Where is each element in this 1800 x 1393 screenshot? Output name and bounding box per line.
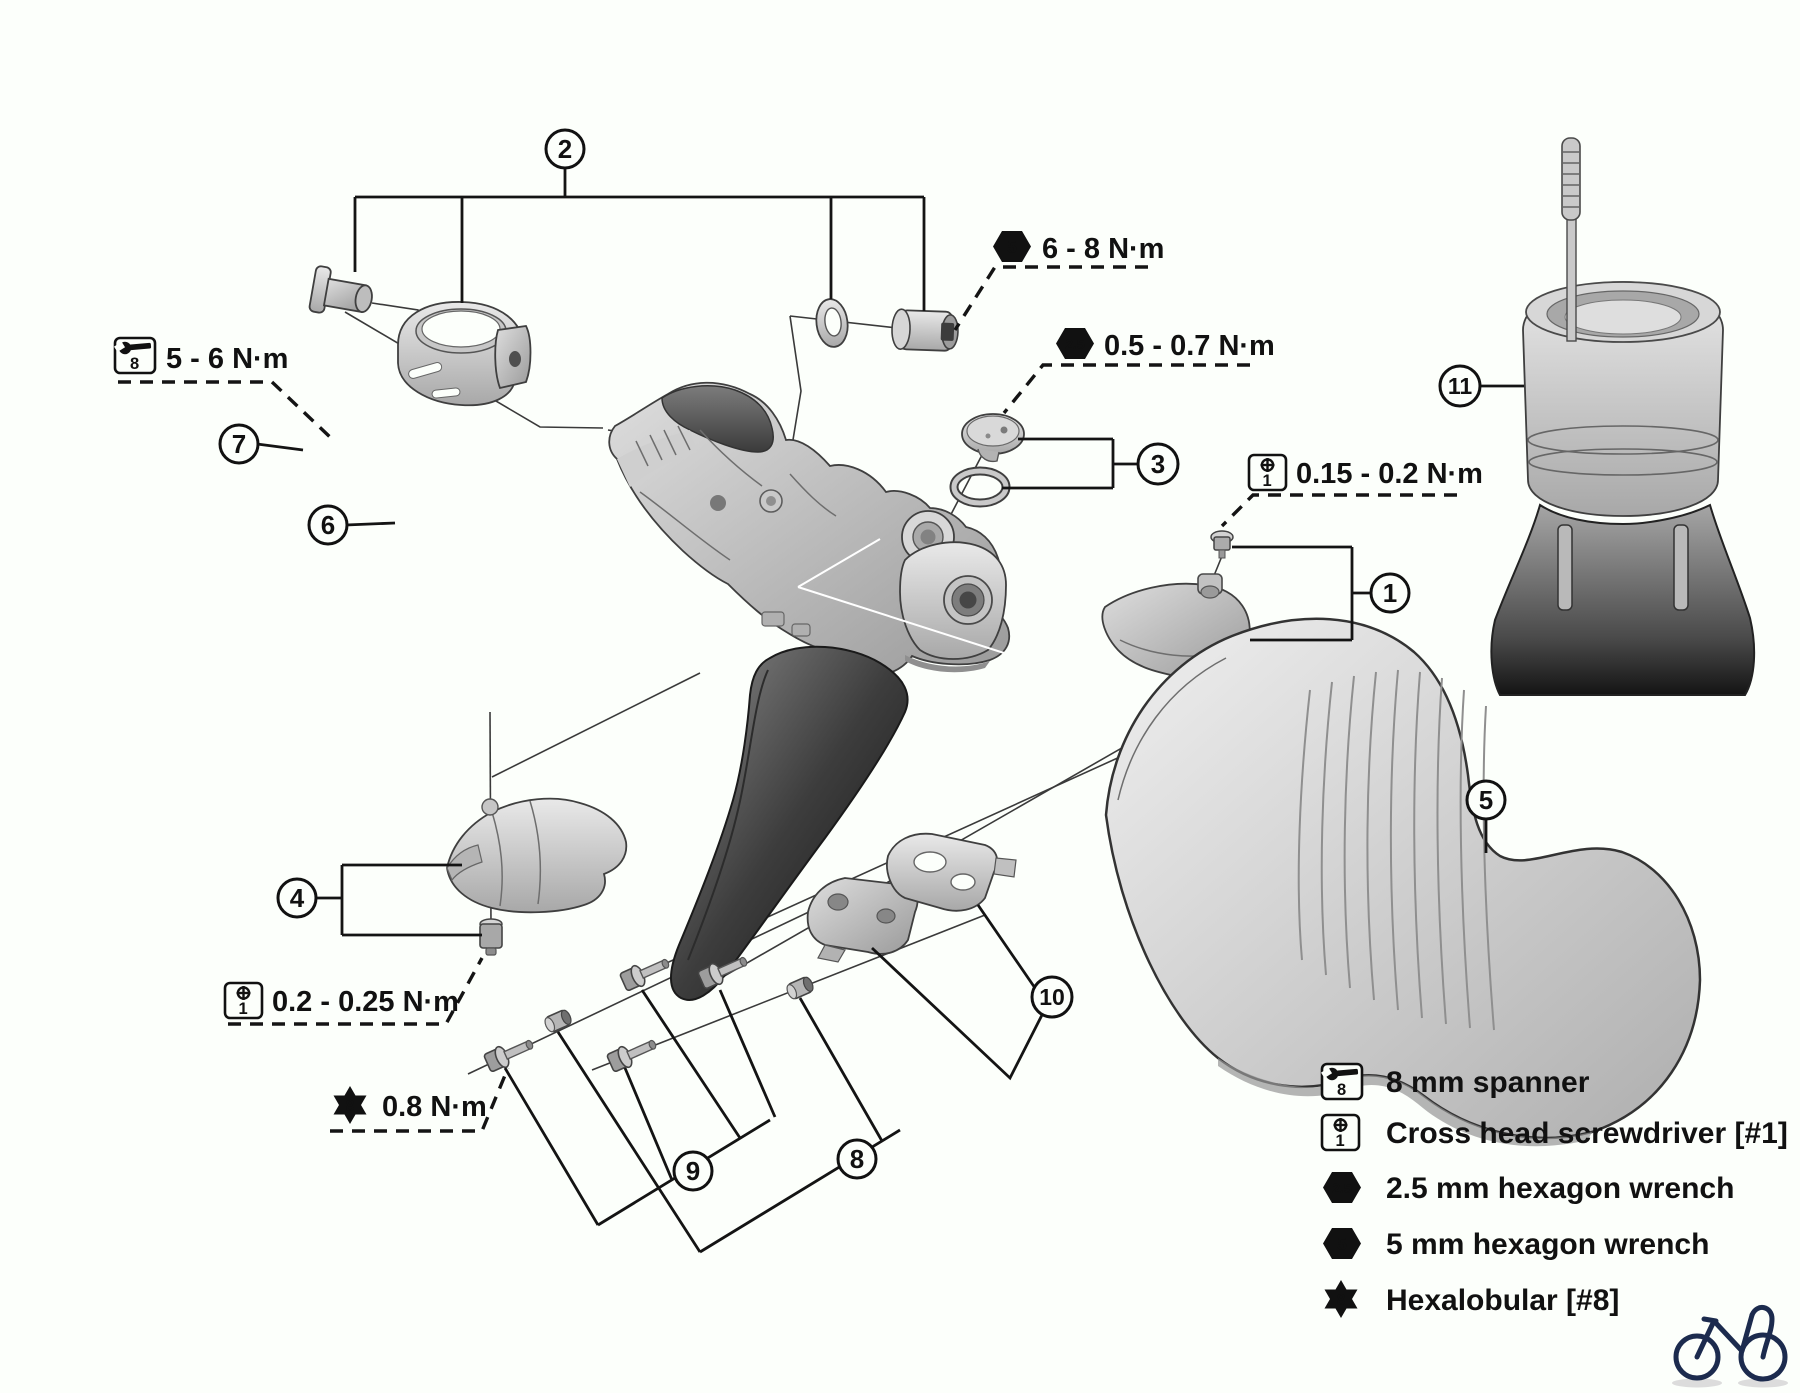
callout-11[interactable]: 11	[1438, 364, 1482, 408]
handlebar-clamp-band	[397, 301, 532, 407]
clamp-nut	[891, 308, 959, 352]
svg-text:0.5 - 0.7 N·m: 0.5 - 0.7 N·m	[1104, 330, 1275, 362]
svg-text:9: 9	[686, 1156, 700, 1186]
svg-text:Cross head screwdriver [#1]: Cross head screwdriver [#1]	[1386, 1117, 1788, 1150]
svg-text:6 - 8 N·m: 6 - 8 N·m	[1042, 233, 1164, 265]
name-plate-cover	[446, 797, 628, 914]
bleed-oring	[949, 466, 1011, 508]
svg-text:11: 11	[1448, 373, 1473, 399]
svg-text:5 mm hexagon wrench: 5 mm hexagon wrench	[1386, 1228, 1709, 1261]
legend-row-hex-small: 2.5 mm hexagon wrench	[1323, 1172, 1734, 1205]
torque-leaders	[118, 265, 1457, 1133]
callout-6[interactable]: 6	[307, 504, 349, 546]
callout-5[interactable]: 5	[1465, 779, 1507, 821]
clamp-washer	[815, 298, 849, 348]
lever-body	[608, 381, 1011, 675]
tool-legend: 8 mm spanner Cross head screwdriver [#1]…	[1319, 1062, 1788, 1318]
bleed-funnel	[1490, 137, 1756, 696]
torque-label-spanner: 5 - 6 N·m	[112, 336, 288, 375]
svg-text:5: 5	[1479, 785, 1493, 815]
callout-7[interactable]: 7	[218, 423, 260, 465]
svg-text:10: 10	[1039, 984, 1065, 1010]
torque-label-hexalobular: 0.8 N·m	[333, 1086, 487, 1124]
svg-text:3: 3	[1151, 449, 1165, 479]
legend-row-spanner: 8 mm spanner	[1319, 1062, 1590, 1101]
callout-10[interactable]: 10	[1030, 975, 1074, 1019]
callout-4[interactable]: 4	[276, 877, 318, 919]
torque-label-hex25: 0.5 - 0.7 N·m	[1056, 328, 1275, 362]
svg-text:1: 1	[1383, 578, 1397, 608]
svg-text:2.5 mm hexagon wrench: 2.5 mm hexagon wrench	[1386, 1172, 1734, 1205]
legend-row-hexalobular: Hexalobular [#8]	[1324, 1280, 1619, 1318]
legend-row-hex-large: 5 mm hexagon wrench	[1323, 1228, 1709, 1261]
svg-text:7: 7	[232, 429, 246, 459]
svg-text:4: 4	[290, 883, 305, 913]
torque-label-hex5: 6 - 8 N·m	[993, 231, 1164, 265]
svg-text:0.2 - 0.25 N·m: 0.2 - 0.25 N·m	[272, 986, 459, 1018]
svg-text:0.8 N·m: 0.8 N·m	[382, 1091, 487, 1123]
switch-unit-right	[886, 832, 1017, 912]
callout-9[interactable]: 9	[672, 1150, 714, 1192]
bike-logo	[1672, 1305, 1788, 1388]
svg-text:2: 2	[558, 134, 572, 164]
callout-8[interactable]: 8	[836, 1138, 878, 1180]
callout-2[interactable]: 2	[544, 128, 586, 170]
svg-text:0.15 - 0.2 N·m: 0.15 - 0.2 N·m	[1296, 458, 1483, 490]
callout-3[interactable]: 3	[1136, 442, 1180, 486]
svg-text:5 - 6 N·m: 5 - 6 N·m	[166, 343, 288, 375]
svg-text:6: 6	[321, 510, 335, 540]
callout-1[interactable]: 1	[1369, 572, 1411, 614]
svg-text:8 mm spanner: 8 mm spanner	[1386, 1066, 1590, 1099]
svg-text:8: 8	[850, 1144, 864, 1174]
legend-row-screwdriver: Cross head screwdriver [#1]	[1320, 1113, 1788, 1152]
clamp-bolt	[308, 265, 373, 314]
torque-label-phillips-lower: 0.2 - 0.25 N·m	[223, 981, 459, 1020]
svg-text:Hexalobular [#8]: Hexalobular [#8]	[1386, 1284, 1619, 1317]
bracket-hood-cover	[1104, 617, 1702, 1147]
paddle-screw	[1210, 530, 1234, 559]
torque-label-phillips-upper: 0.15 - 0.2 N·m	[1247, 453, 1483, 492]
cover-screw	[479, 918, 503, 956]
bleed-screw	[961, 413, 1025, 463]
fixing-screws-and-nuts	[482, 949, 816, 1075]
